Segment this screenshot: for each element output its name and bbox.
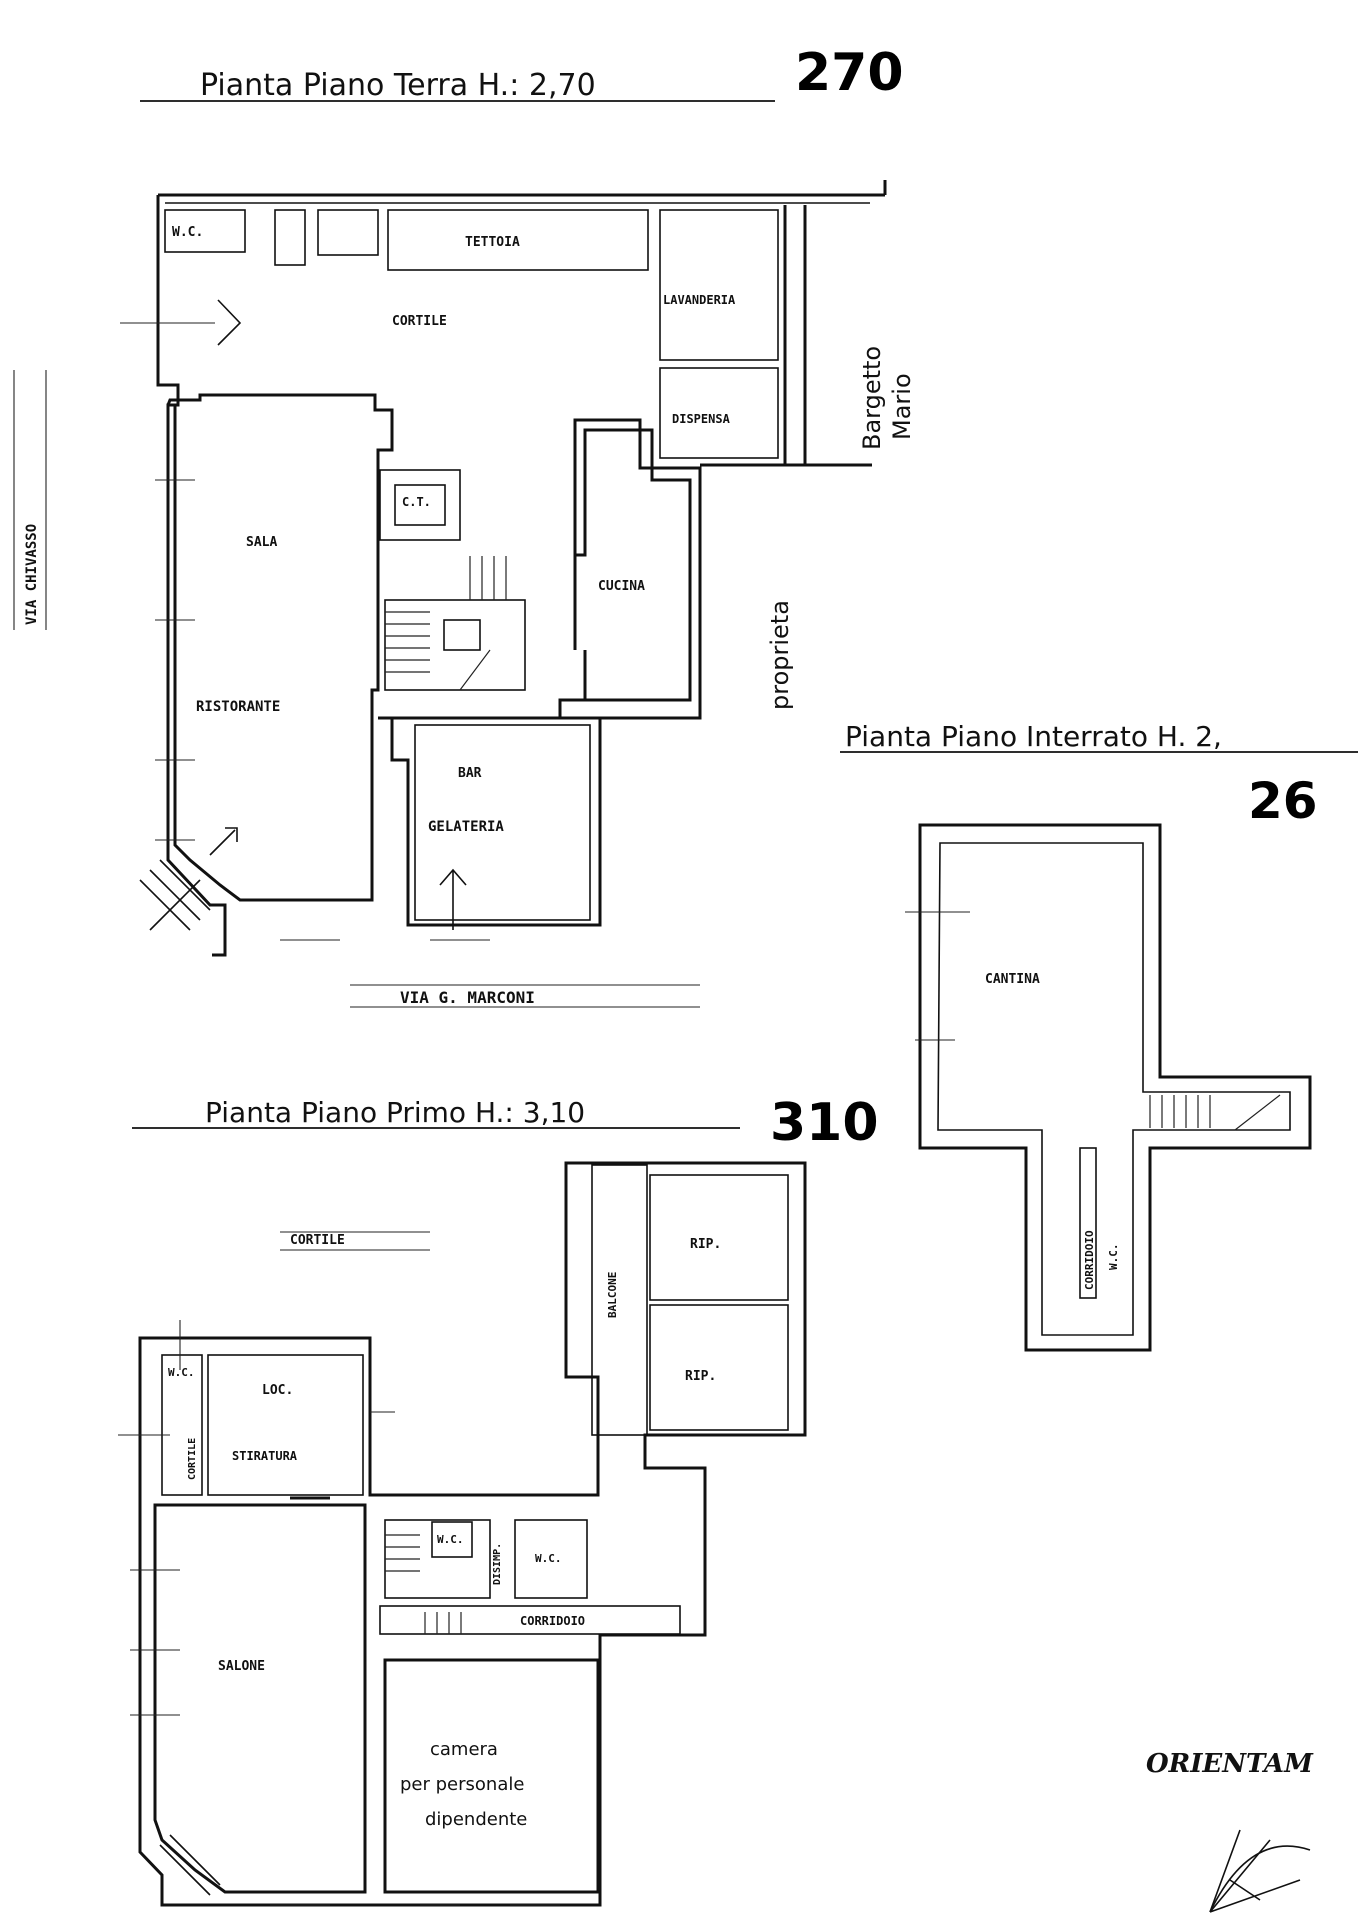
compass-icon (1209, 1829, 1311, 1913)
first-label-balcone: BALCONE (606, 1272, 619, 1318)
first-label-rip-1: RIP. (690, 1237, 721, 1252)
first-label-camera-3: dipendente (425, 1809, 527, 1830)
first-label-stiratura: STIRATURA (232, 1449, 298, 1463)
first-label-rip-2: RIP. (685, 1369, 716, 1384)
corner-entrance (139, 859, 211, 931)
room-label-dispensa: DISPENSA (672, 412, 731, 426)
first-label-camera-1: camera (430, 1739, 498, 1760)
ground-windows (120, 322, 490, 941)
first-label-camera-2: per personale (400, 1774, 524, 1795)
first-floor-title-text: Pianta Piano Primo H.: 3,10 (205, 1096, 585, 1129)
room-label-sala: SALA (246, 535, 277, 550)
street-name-bottom: VIA G. MARCONI (400, 988, 535, 1007)
room-label-wc: W.C. (172, 225, 203, 240)
first-floor-windows (118, 1320, 560, 1906)
room-label-lavanderia: LAVANDERIA (663, 293, 736, 307)
first-label-cortile: CORTILE (290, 1233, 345, 1248)
ground-floor-title-text: Pianta Piano Terra H.: 2,70 (200, 68, 596, 103)
property-label: proprieta (766, 600, 794, 710)
basement-label-wc: W.C. (1107, 1244, 1120, 1271)
first-label-disimp: DISIMP. (492, 1543, 503, 1585)
street-label-left: VIA CHIVASSO (13, 370, 47, 630)
orientation-block: ORIENTAM (1146, 1749, 1314, 1913)
room-label-ristorante: RISTORANTE (196, 699, 280, 715)
first-floor-stair (385, 1534, 462, 1634)
neighbor-name-1: Bargetto (858, 346, 886, 450)
first-label-salone: SALONE (218, 1659, 265, 1674)
restaurant-entry-arrow-icon (209, 827, 238, 856)
basement-title: Pianta Piano Interrato H. 2, 26 (840, 720, 1358, 830)
room-label-ct: C.T. (402, 495, 431, 509)
first-label-corridoio: CORRIDOIO (520, 1614, 585, 1628)
room-label-tettoia: TETTOIA (465, 235, 520, 250)
first-label-wc-1: W.C. (168, 1366, 195, 1379)
basement-windows (905, 911, 1110, 1336)
gelateria-entry-arrow-icon (439, 868, 467, 930)
basement-plan: CANTINA CORRIDOIO W.C. (905, 823, 1312, 1352)
basement-corridor-strip (1079, 1147, 1097, 1299)
first-label-wc-2: W.C. (437, 1533, 464, 1546)
basement-label-cantina: CANTINA (985, 972, 1040, 987)
basement-stair (1149, 1094, 1281, 1131)
first-floor-height-number: 310 (770, 1093, 879, 1153)
room-label-gelateria: GELATERIA (428, 819, 504, 835)
ground-floor-height-number: 270 (795, 43, 904, 103)
basement-title-text: Pianta Piano Interrato H. 2, (845, 720, 1222, 753)
first-floor-plan: CORTILE BALCONE RIP. RIP. W.C. LOC. STIR… (118, 1161, 807, 1907)
property-text: proprieta (766, 600, 794, 710)
ground-entry-arrow-icon (217, 299, 242, 346)
street-label-bottom: VIA G. MARCONI (350, 984, 700, 1008)
ground-floor-title: Pianta Piano Terra H.: 2,70 270 (140, 43, 904, 103)
room-label-cortile: CORTILE (392, 314, 447, 329)
ground-floor-plan: W.C. TETTOIA CORTILE LAVANDERIA DISPENSA… (120, 180, 887, 957)
room-label-bar: BAR (458, 766, 482, 781)
first-floor-title: Pianta Piano Primo H.: 3,10 310 (132, 1093, 879, 1153)
first-label-wc-3: W.C. (535, 1552, 562, 1565)
street-name-left: VIA CHIVASSO (24, 524, 40, 625)
orientation-text: ORIENTAM (1146, 1749, 1314, 1779)
first-label-cortile-small: CORTILE (187, 1438, 198, 1480)
basement-label-corridoio: CORRIDOIO (1083, 1230, 1096, 1290)
basement-height-number: 26 (1248, 772, 1318, 830)
first-label-loc: LOC. (262, 1383, 293, 1398)
neighbor-name-2: Mario (888, 373, 916, 440)
corner-bay-window (159, 1834, 221, 1896)
neighbor-label: Bargetto Mario (858, 346, 916, 450)
ground-stair (384, 556, 526, 691)
room-label-cucina: CUCINA (598, 579, 645, 594)
